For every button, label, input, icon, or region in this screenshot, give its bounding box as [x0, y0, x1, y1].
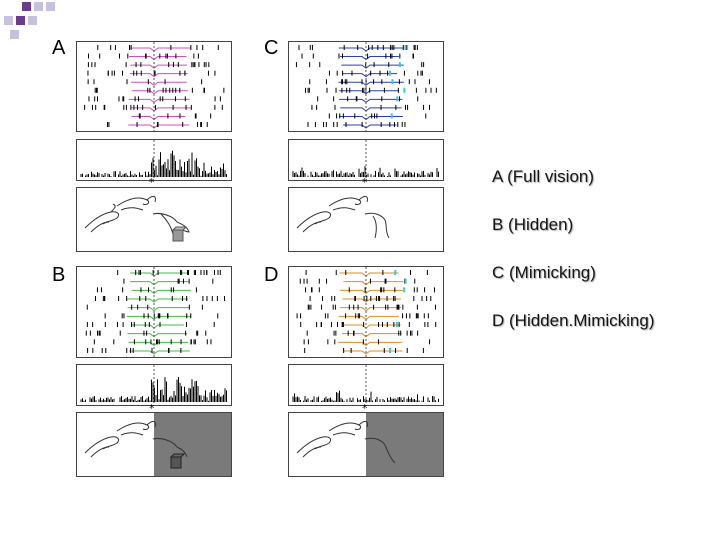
hand-illustration-a: [76, 187, 232, 252]
trial-alignment-line: [131, 289, 191, 294]
raster-plot-d: [288, 266, 444, 358]
alignment-star-d: *: [362, 402, 368, 415]
trial-alignment-line: [129, 56, 187, 61]
trial-alignment-line: [130, 81, 187, 86]
trial-alignment-line: [341, 64, 404, 69]
trial-alignment-line: [126, 298, 189, 303]
deco-square: [28, 16, 37, 25]
histogram-svg-a: [80, 140, 227, 180]
trial-alignment-line: [130, 64, 187, 69]
trial-alignment-line: [131, 324, 185, 329]
raster-svg-c: [295, 42, 437, 131]
histogram-a: [76, 139, 232, 181]
hand-hidden-mimic-drawing: [296, 413, 443, 476]
trial-alignment-line: [342, 73, 398, 78]
raster-svg-d: [296, 267, 437, 357]
trial-alignment-line: [340, 307, 402, 312]
legend-item-mimicking: C (Mimicking): [492, 263, 596, 282]
legend-item-hidden: B (Hidden): [492, 215, 574, 234]
trial-alignment-line: [340, 56, 399, 61]
trial-alignment-line: [343, 281, 404, 286]
trial-alignment-line: [127, 333, 188, 338]
trial-alignment-line: [131, 107, 191, 112]
histogram-svg-d: [292, 365, 439, 405]
trial-alignment-line: [130, 281, 189, 286]
hand-illustration-b: [76, 412, 232, 477]
panel-letter-d: D: [264, 264, 279, 286]
histogram-svg-b: [80, 365, 227, 405]
hand-grasp-object-drawing: [84, 195, 190, 242]
hand-illustration-c: [288, 187, 444, 252]
raster-plot-b: [76, 266, 232, 358]
trial-alignment-line: [338, 341, 403, 346]
trial-alignment-line: [339, 90, 399, 95]
deco-square: [34, 2, 43, 11]
panel-letter-b: B: [52, 264, 66, 286]
trial-alignment-line: [343, 124, 397, 129]
trial-alignment-line: [339, 115, 403, 121]
trial-alignment-line: [343, 350, 403, 355]
trial-alignment-line: [131, 90, 188, 95]
trial-alignment-line: [338, 315, 399, 320]
decorative-squares: [0, 0, 60, 44]
deco-square: [46, 2, 55, 11]
legend-item-full-vision: A (Full vision): [492, 167, 595, 186]
trial-alignment-line: [342, 324, 401, 329]
trial-alignment-line: [340, 107, 402, 112]
alignment-star-b: *: [149, 402, 155, 415]
hand-mimic-drawing: [296, 195, 390, 239]
deco-square: [16, 16, 25, 25]
raster-plot-c: [288, 41, 444, 132]
trial-alignment-line: [342, 298, 401, 303]
trial-alignment-line: [127, 307, 189, 312]
histogram-svg-c: [292, 140, 439, 180]
raster-svg-a: [84, 42, 225, 131]
deco-square: [10, 30, 19, 39]
trial-alignment-line: [339, 98, 403, 103]
histogram-b: [76, 364, 232, 406]
hand-hidden-grasp-drawing: [84, 413, 231, 476]
trial-alignment-line: [338, 81, 404, 86]
trial-alignment-line: [129, 73, 188, 78]
raster-plot-a: [76, 41, 232, 132]
screen-occluder: [154, 413, 231, 476]
alignment-star-c: *: [362, 176, 368, 189]
histogram-d: [288, 364, 444, 406]
trial-alignment-line: [342, 333, 402, 338]
raster-svg-b: [85, 267, 226, 357]
trial-alignment-line: [339, 272, 399, 277]
deco-square: [4, 16, 13, 25]
screen-occluder: [366, 413, 443, 476]
trial-alignment-line: [128, 341, 189, 346]
panel-letter-a: A: [52, 37, 66, 59]
legend-item-hidden-mimicking: D (Hidden.Mimicking): [492, 311, 655, 330]
trial-alignment-line: [129, 47, 192, 52]
deco-square: [22, 2, 31, 11]
alignment-star-a: *: [149, 176, 155, 189]
hand-illustration-d: [288, 412, 444, 477]
panel-letter-c: C: [264, 37, 279, 59]
trial-alignment-line: [128, 98, 190, 103]
histogram-c: [288, 139, 444, 181]
